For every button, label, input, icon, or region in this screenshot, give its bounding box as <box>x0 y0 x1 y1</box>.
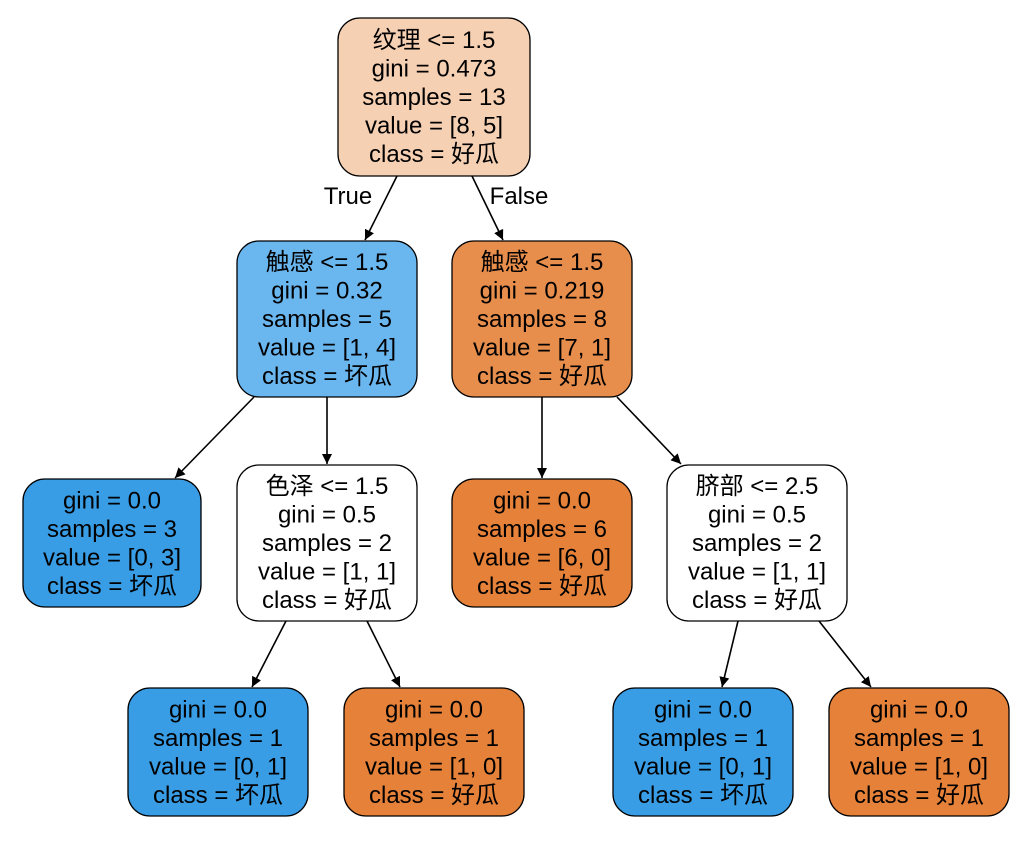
node-text-line: class = 好瓜 <box>854 782 984 809</box>
node-box <box>343 687 525 817</box>
node-text-line: value = [8, 5] <box>365 113 503 140</box>
node-text-line: gini = 0.473 <box>372 56 497 83</box>
node-text-line: samples = 6 <box>477 516 607 543</box>
node-text-line: value = [1, 1] <box>258 559 396 586</box>
node-text-line: class = 好瓜 <box>369 141 499 168</box>
node-text-line: gini = 0.5 <box>708 502 806 529</box>
node-box <box>451 478 633 608</box>
node-text-line: samples = 2 <box>262 530 392 557</box>
node-text-line: value = [1, 4] <box>258 335 396 362</box>
node-box <box>828 687 1010 817</box>
node-text-line: value = [6, 0] <box>473 544 611 571</box>
node-box <box>612 687 794 817</box>
node-text-line: 触感 <= 1.5 <box>481 249 604 276</box>
node-text-line: value = [1, 1] <box>688 559 826 586</box>
node-text-line: gini = 0.0 <box>385 696 483 723</box>
node-text-line: value = [0, 1] <box>149 753 287 780</box>
edge-l1-left-to-l2-a <box>174 396 255 479</box>
edge-l2-b-to-l3-b <box>366 620 401 688</box>
node-text-line: samples = 8 <box>477 306 607 333</box>
node-text-line: class = 坏瓜 <box>638 782 768 809</box>
node-text-line: gini = 0.0 <box>63 487 161 514</box>
node-box <box>236 464 418 622</box>
node-text-line: class = 坏瓜 <box>153 782 283 809</box>
node-text-line: samples = 1 <box>153 725 283 752</box>
node-text-line: value = [7, 1] <box>473 335 611 362</box>
edge-root-to-l1-right <box>471 175 504 241</box>
edge-l2-b-to-l3-a <box>251 620 287 688</box>
node-text-line: class = 好瓜 <box>369 782 499 809</box>
node-text-line: gini = 0.0 <box>169 696 267 723</box>
node-box <box>451 240 633 398</box>
edge-label-true: True <box>324 183 372 210</box>
node-text-line: samples = 5 <box>262 306 392 333</box>
node-text-line: class = 好瓜 <box>477 573 607 600</box>
node-text-line: samples = 1 <box>638 725 768 752</box>
node-box <box>666 464 848 622</box>
node-text-line: class = 好瓜 <box>692 587 822 614</box>
node-text-line: gini = 0.32 <box>271 278 382 305</box>
edge-l1-right-to-l2-d <box>616 396 682 465</box>
node-text-line: gini = 0.219 <box>480 278 605 305</box>
node-text-line: 脐部 <= 2.5 <box>696 473 819 500</box>
node-box <box>236 240 418 398</box>
edge-root-to-l1-left <box>364 175 398 241</box>
node-text-line: samples = 13 <box>362 84 505 111</box>
node-box <box>22 478 202 608</box>
node-text-line: samples = 1 <box>369 725 499 752</box>
node-text-line: value = [0, 3] <box>43 544 181 571</box>
node-text-line: value = [1, 0] <box>365 753 503 780</box>
node-text-line: class = 好瓜 <box>262 587 392 614</box>
node-box <box>337 17 531 177</box>
node-text-line: samples = 2 <box>692 530 822 557</box>
edge-l2-d-to-l3-c <box>719 620 739 688</box>
edge-l2-d-to-l3-d <box>818 620 872 688</box>
node-box <box>127 687 309 817</box>
node-text-line: samples = 1 <box>854 725 984 752</box>
node-text-line: class = 坏瓜 <box>47 573 177 600</box>
edge-label-false: False <box>490 183 549 210</box>
node-text-line: class = 好瓜 <box>477 363 607 390</box>
node-text-line: gini = 0.5 <box>278 502 376 529</box>
node-text-line: gini = 0.0 <box>654 696 752 723</box>
node-text-line: gini = 0.0 <box>870 696 968 723</box>
node-text-line: gini = 0.0 <box>493 487 591 514</box>
node-text-line: class = 坏瓜 <box>262 363 392 390</box>
node-text-line: value = [1, 0] <box>850 753 988 780</box>
node-text-line: 纹理 <= 1.5 <box>373 27 496 54</box>
node-text-line: 色泽 <= 1.5 <box>266 473 389 500</box>
node-text-line: value = [0, 1] <box>634 753 772 780</box>
node-text-line: 触感 <= 1.5 <box>266 249 389 276</box>
node-text-line: samples = 3 <box>47 516 177 543</box>
